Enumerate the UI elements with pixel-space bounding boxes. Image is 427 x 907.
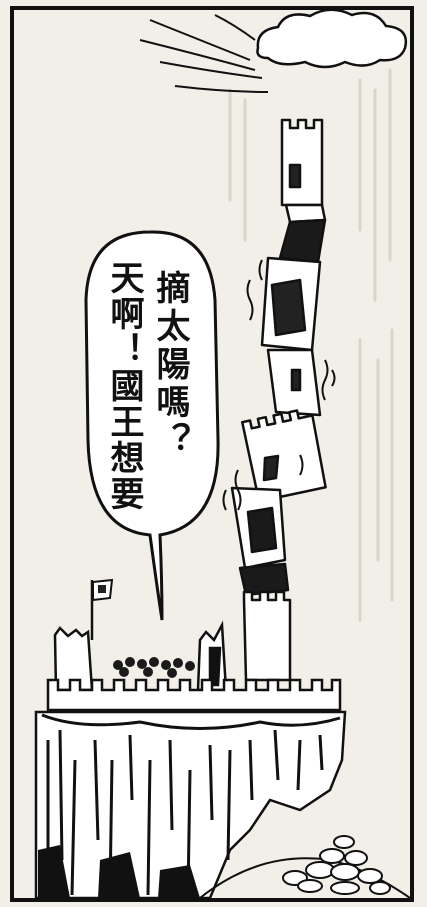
speech-line-2: 摘太陽嗎？ (150, 269, 190, 460)
stretching-tower (230, 118, 327, 682)
rock-pile (282, 835, 391, 895)
panel-border (10, 6, 414, 902)
bleed-through-texture (228, 68, 394, 622)
castle-battlements (46, 678, 342, 712)
speech-bubble (84, 230, 220, 621)
cliff-shadow (38, 845, 200, 898)
cloud (256, 8, 408, 69)
cliff-shading (41, 713, 341, 896)
crowd (113, 657, 195, 678)
motion-lines (139, 14, 269, 93)
speech-line-1: 天啊！國王想要 (104, 260, 144, 512)
crown-emblem (98, 585, 106, 593)
tower-shake-lines (222, 259, 336, 511)
